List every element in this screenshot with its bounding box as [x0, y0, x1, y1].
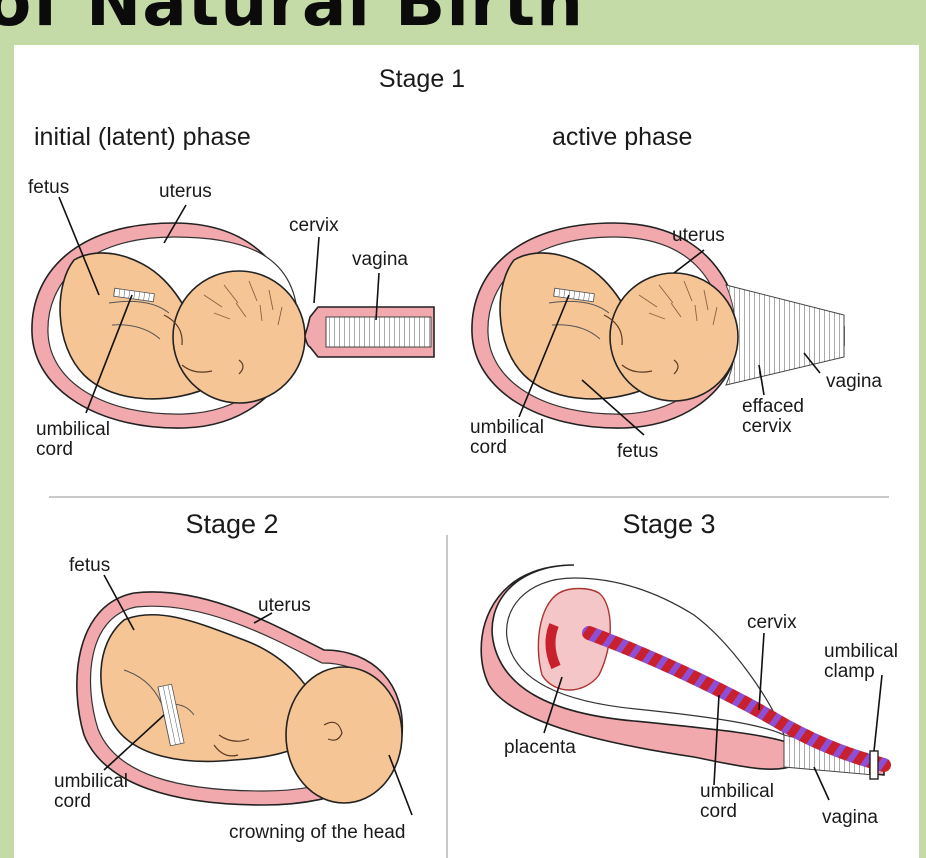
- diagram-panel: Stage 1 initial (latent) phase active ph…: [14, 45, 919, 858]
- stage1-latent-illustration: [31, 222, 435, 429]
- active-fetus-label: fetus: [617, 441, 658, 462]
- active-vagina-label: vagina: [826, 371, 882, 392]
- stage3-heading: Stage 3: [622, 509, 715, 539]
- latent-cord-label-line2: cord: [36, 439, 73, 460]
- stage3-illustration: [480, 564, 891, 780]
- umbilical-cord-shape: [582, 626, 891, 772]
- stage2-fetus-label: fetus: [69, 555, 110, 576]
- active-cord-label-line2: cord: [470, 437, 507, 458]
- stage3-vagina-label: vagina: [822, 807, 878, 828]
- stage3-clamp-label-line2: clamp: [824, 661, 875, 682]
- stage3-placenta-label: placenta: [504, 737, 576, 758]
- stage2-heading: Stage 2: [185, 509, 278, 539]
- latent-vagina-label: vagina: [352, 249, 408, 270]
- latent-fetus-label: fetus: [28, 177, 69, 198]
- active-cord-label-line1: umbilical: [470, 417, 544, 438]
- active-effaced-label-line2: cervix: [742, 416, 792, 437]
- active-effaced-label-line1: effaced: [742, 396, 804, 417]
- stage1-active-illustration: [471, 222, 845, 429]
- active-uterus-label: uterus: [672, 225, 725, 246]
- latent-cord-label-line1: umbilical: [36, 419, 110, 440]
- text-labels: Stage 1 initial (latent) phase active ph…: [28, 65, 898, 843]
- stage3-cord-label-line2: cord: [700, 801, 737, 822]
- stage3-cord-label-line1: umbilical: [700, 781, 774, 802]
- stage3-clamp-label-line1: umbilical: [824, 641, 898, 662]
- stage2-crowning-label: crowning of the head: [229, 822, 405, 843]
- stage1-heading: Stage 1: [379, 65, 465, 93]
- stage2-uterus-label: uterus: [258, 595, 311, 616]
- stage3-cervix-label: cervix: [747, 612, 797, 633]
- page-title: of Natural Birth: [0, 0, 585, 41]
- stage2-cord-label-line2: cord: [54, 791, 91, 812]
- latent-phase-heading: initial (latent) phase: [34, 123, 251, 151]
- active-phase-heading: active phase: [552, 123, 692, 151]
- latent-uterus-label: uterus: [159, 181, 212, 202]
- birth-stages-diagram: Stage 1 initial (latent) phase active ph…: [28, 65, 898, 858]
- stage2-illustration: [76, 591, 404, 806]
- leader-lines: [58, 196, 883, 816]
- latent-cervix-label: cervix: [289, 215, 339, 236]
- umbilical-clamp-shape: [869, 750, 879, 780]
- stage2-cord-label-line1: umbilical: [54, 771, 128, 792]
